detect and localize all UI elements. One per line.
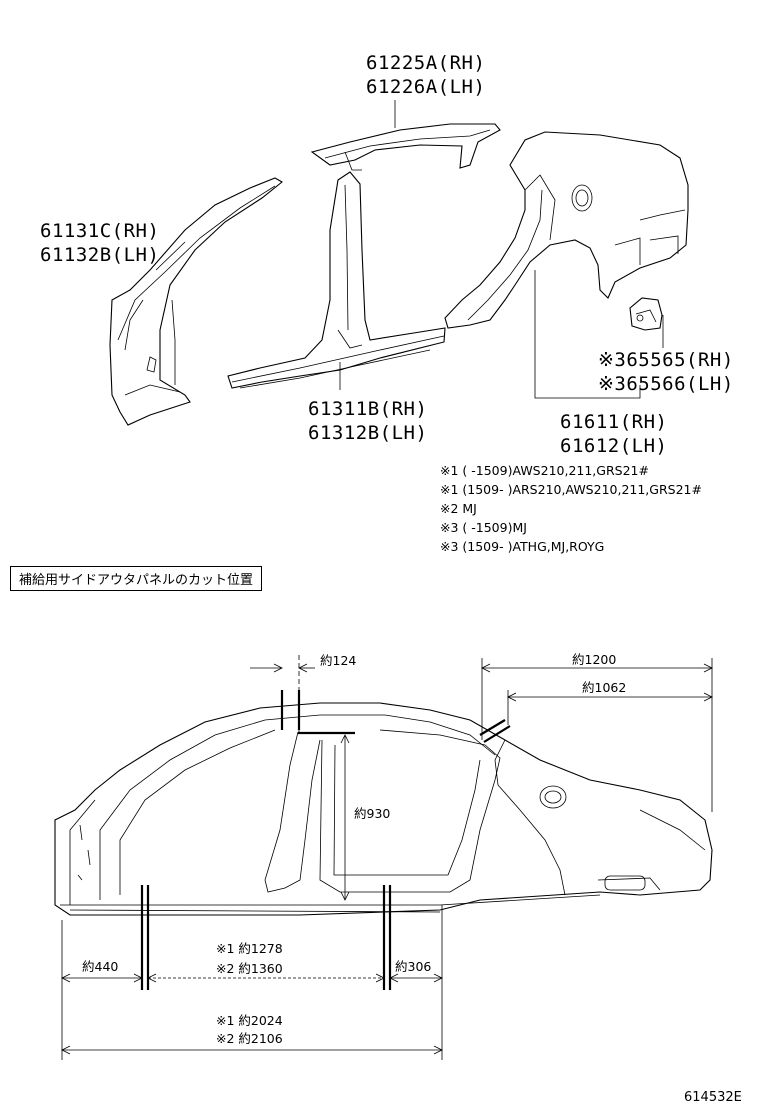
dimension-lines	[61, 655, 713, 1060]
dim-306: 約306	[395, 959, 432, 974]
figure-id: 614532E	[684, 1090, 742, 1105]
a-pillar-part-number-rh: 61131C(RH)	[40, 220, 160, 242]
note-3a: ※3 ( -1509)MJ	[440, 520, 527, 535]
roof-rail-part	[310, 123, 501, 171]
dim-124: 約124	[320, 653, 357, 668]
b-pillar-part-number-lh: 61312B(LH)	[308, 422, 428, 444]
dim-mid-2: ※2 約1360	[216, 961, 283, 976]
note-1a: ※1 ( -1509)AWS210,211,GRS21#	[440, 463, 649, 478]
note-1b: ※1 (1509- )ARS210,AWS210,211,GRS21#	[440, 482, 702, 497]
note-3b: ※3 (1509- )ATHG,MJ,ROYG	[440, 539, 605, 554]
roof-rail-part-number-lh: 61226A(LH)	[366, 76, 486, 98]
dim-mid-1: ※1 約1278	[216, 941, 283, 956]
note-2: ※2 MJ	[440, 501, 477, 516]
dim-total-2: ※2 約2106	[216, 1031, 283, 1046]
a-pillar-part-number-lh: 61132B(LH)	[40, 244, 160, 266]
quarter-panel-part	[444, 131, 689, 329]
dim-1062: 約1062	[582, 680, 627, 695]
dim-440: 約440	[82, 959, 119, 974]
quarter-panel-part-number-rh: 61611(RH)	[560, 411, 668, 433]
dim-1200: 約1200	[572, 652, 617, 667]
cut-lines	[140, 690, 511, 990]
a-pillar-part	[109, 177, 283, 426]
extension-bracket-part	[629, 297, 663, 331]
dim-total-1: ※1 約2024	[216, 1013, 283, 1028]
b-pillar-part-number-rh: 61311B(RH)	[308, 398, 428, 420]
quarter-panel-part-number-lh: 61612(LH)	[560, 435, 668, 457]
extension-part-number-lh: ※365566(LH)	[598, 373, 734, 395]
roof-rail-part-number-rh: 61225A(RH)	[366, 52, 486, 74]
section-title: 補給用サイドアウタパネルのカット位置	[10, 566, 263, 591]
b-pillar-part	[227, 171, 446, 389]
side-panel-cut-diagram	[54, 702, 713, 916]
dim-930: 約930	[354, 806, 391, 821]
extension-part-number-rh: ※365565(RH)	[598, 349, 734, 371]
